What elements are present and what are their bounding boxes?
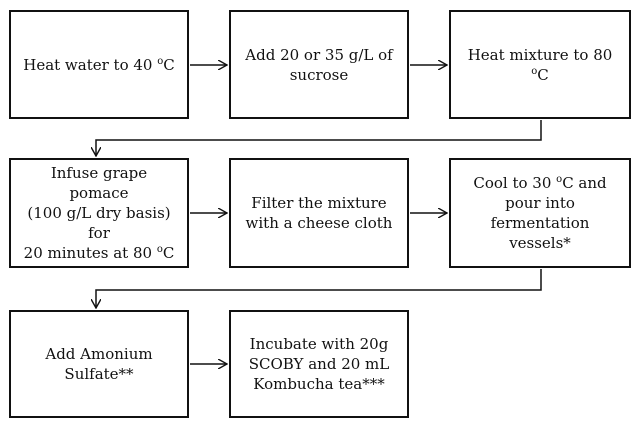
degree-superscript: o	[556, 174, 563, 185]
step-text-line: fermentation vessels*	[459, 213, 621, 253]
step-text: C	[163, 55, 175, 74]
step-text: 20 minutes at 80	[23, 244, 157, 262]
step-text: Heat mixture to 80	[467, 45, 613, 64]
step-text-line: Kombucha tea***	[253, 374, 384, 394]
step-text-line: Add Amonium	[45, 344, 152, 364]
step-text: C	[537, 65, 549, 84]
step-text-line: with a cheese cloth	[246, 213, 393, 233]
degree-superscript: o	[157, 55, 164, 67]
step-text: Filter the mixture	[251, 194, 387, 212]
step-text: with a cheese cloth	[245, 214, 393, 232]
step-text: Add Amonium	[45, 345, 153, 363]
arrow-step6-to-step7	[96, 269, 542, 308]
step-text-line: SCOBY and 20 mL	[249, 354, 390, 374]
step-label: Filter the mixture with a cheese cloth	[246, 193, 393, 233]
step-text: pour into	[505, 194, 575, 212]
step-infuse-pomace: Infuse grape pomace(100 g/L dry basis) f…	[9, 158, 189, 268]
step-text: fermentation vessels*	[490, 214, 590, 252]
step-text-line: Heat water to 40 oC	[23, 55, 175, 75]
step-text-line: Cool to 30 oC and	[473, 173, 606, 193]
step-text-line: Add 20 or 35 g/L of	[245, 45, 392, 65]
step-text: Infuse grape pomace	[50, 164, 148, 202]
step-label: Heat mixture to 80 oC	[459, 45, 621, 85]
step-label: Infuse grape pomace(100 g/L dry basis) f…	[19, 163, 179, 263]
degree-superscript: o	[156, 244, 163, 255]
step-text-line: Infuse grape pomace	[19, 163, 179, 203]
step-text-line: Filter the mixture	[251, 193, 386, 213]
step-text: C	[162, 244, 175, 262]
step-text: Heat water to 40	[23, 55, 158, 74]
step-text: sucrose	[289, 65, 349, 84]
step-text-line: pour into	[505, 193, 575, 213]
step-text-line: Sulfate**	[64, 364, 133, 384]
step-text: Kombucha tea***	[253, 375, 385, 393]
step-heat-mixture: Heat mixture to 80 oC	[449, 10, 631, 119]
step-label: Heat water to 40 oC	[23, 55, 175, 75]
step-text-line: Incubate with 20g	[250, 334, 389, 354]
arrow-step3-to-step4	[96, 120, 542, 156]
step-text: (100 g/L dry basis) for	[27, 204, 171, 242]
step-text-line: (100 g/L dry basis) for	[19, 203, 179, 243]
step-text: Incubate with 20g	[249, 335, 389, 353]
step-text: Cool to 30	[473, 174, 557, 192]
step-text-line: Heat mixture to 80 oC	[459, 45, 621, 85]
step-heat-water: Heat water to 40 oC	[9, 10, 189, 119]
step-text-line: sucrose	[290, 65, 349, 85]
step-text: Add 20 or 35 g/L of	[245, 45, 393, 64]
step-text: C and	[562, 174, 607, 192]
step-text-line: 20 minutes at 80 oC	[24, 243, 175, 263]
degree-superscript: o	[531, 65, 538, 77]
step-text: SCOBY and 20 mL	[248, 355, 390, 373]
step-filter-mixture: Filter the mixture with a cheese cloth	[229, 158, 409, 268]
step-text: Sulfate**	[64, 365, 134, 383]
